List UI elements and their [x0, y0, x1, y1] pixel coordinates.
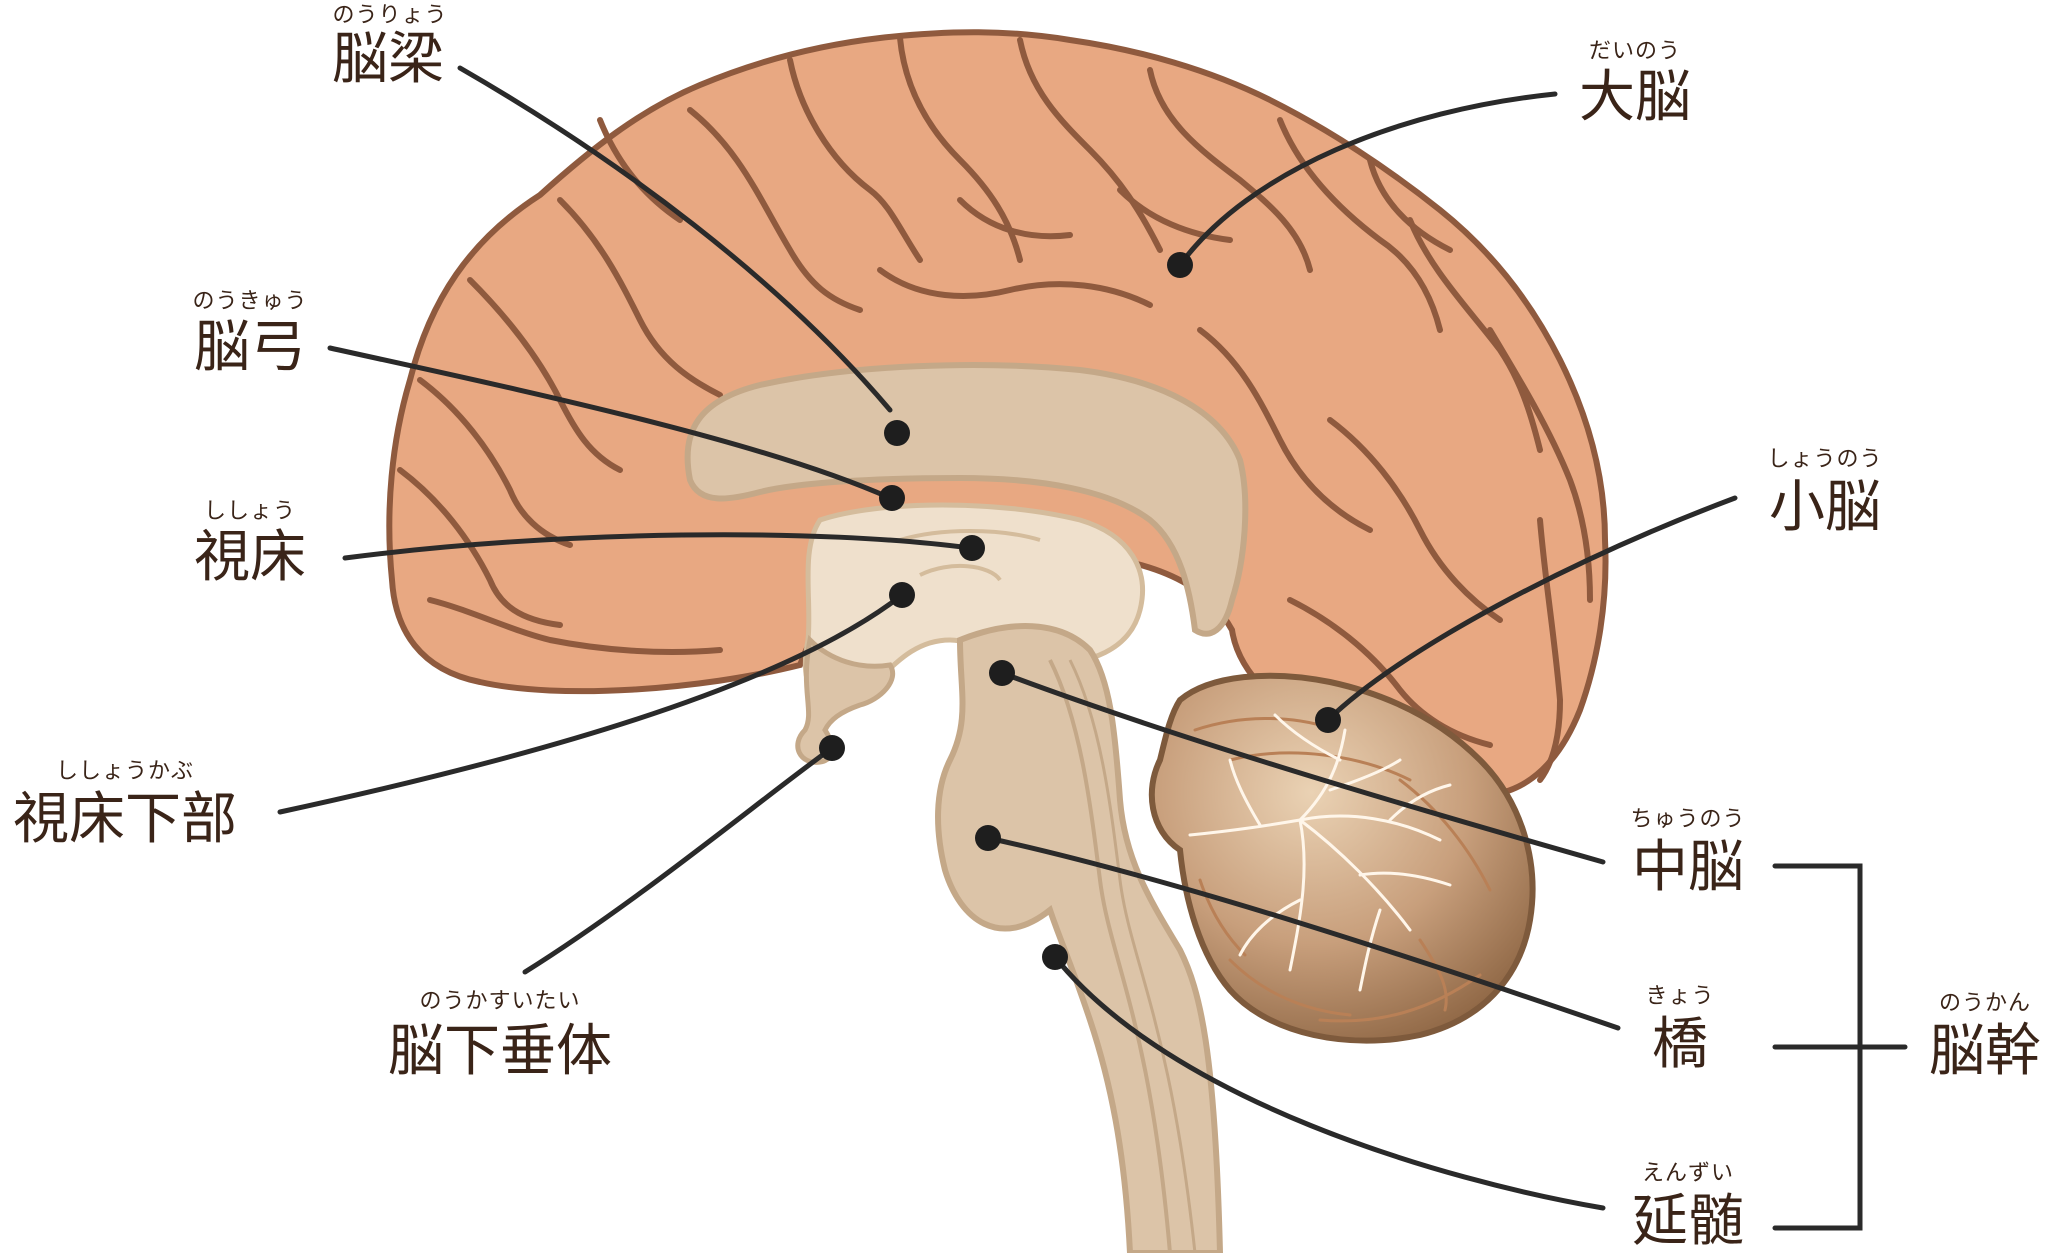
dot-medulla [1042, 944, 1068, 970]
leader-fornix [327, 345, 893, 501]
label-fornix: のうきゅう 脳弓 [192, 289, 307, 380]
ruby-pituitary: のうかすいたい [419, 989, 580, 1014]
label-cerebellum: しょうのう 小脳 [1767, 447, 1882, 540]
ruby-corpus-callosum: のうりょう [332, 3, 447, 28]
ruby-medulla: えんずい [1642, 1161, 1734, 1186]
label-text-pons: 橋 [1652, 1012, 1708, 1077]
ruby-cerebellum: しょうのう [1767, 447, 1882, 472]
label-text-medulla: 延髄 [1632, 1189, 1744, 1253]
label-text-corpus-callosum: 脳梁 [332, 27, 444, 92]
label-hypothalamus: ししょうかぶ 視床下部 [13, 759, 237, 852]
ruby-pons: きょう [1645, 984, 1714, 1009]
ruby-midbrain: ちゅうのう [1630, 807, 1745, 832]
dot-cerebrum [1167, 252, 1193, 278]
leader-cerebellum [1325, 495, 1738, 723]
ruby-hypothalamus: ししょうかぶ [56, 759, 194, 784]
dot-fornix [879, 485, 905, 511]
leader-pons [985, 835, 1621, 1031]
label-text-fornix: 脳弓 [194, 315, 306, 380]
arbor-vitae [1188, 713, 1452, 992]
dot-corpus-callosum [884, 420, 910, 446]
dot-hypothalamus [889, 582, 915, 608]
label-text-brainstem: 脳幹 [1929, 1019, 2041, 1084]
label-text-cerebrum: 大脳 [1579, 65, 1691, 130]
label-pons: きょう 橋 [1645, 984, 1714, 1077]
dot-pituitary [819, 735, 845, 761]
hypothalamus-pituitary-illustration [795, 634, 896, 765]
leader-thalamus [342, 532, 973, 561]
ruby-fornix: のうきゅう [192, 289, 307, 314]
label-text-cerebellum: 小脳 [1769, 475, 1881, 540]
dot-midbrain [989, 660, 1015, 686]
label-brainstem: のうかん 脳幹 [1929, 991, 2041, 1084]
leader-lines [277, 65, 1908, 1231]
leader-cerebrum [1177, 91, 1558, 268]
leader-midbrain [999, 670, 1606, 865]
dot-cerebellum [1315, 707, 1341, 733]
marker-dots [819, 252, 1341, 970]
label-midbrain: ちゅうのう 中脳 [1630, 807, 1745, 900]
corpus-callosum-illustration [684, 362, 1249, 637]
dot-thalamus [959, 535, 985, 561]
dot-pons [975, 825, 1001, 851]
ruby-thalamus: ししょう [204, 499, 296, 524]
label-corpus-callosum: のうりょう 脳梁 [332, 3, 447, 92]
cerebral-gyri [397, 35, 1593, 783]
label-cerebrum: だいのう 大脳 [1579, 39, 1691, 130]
leader-hypothalamus [277, 592, 905, 815]
label-pituitary: のうかすいたい 脳下垂体 [388, 989, 612, 1084]
label-thalamus: ししょう 視床 [194, 499, 306, 590]
ruby-cerebrum: だいのう [1589, 39, 1681, 64]
label-text-hypothalamus: 視床下部 [13, 787, 237, 852]
brainstem-illustration [935, 623, 1224, 1253]
label-text-pituitary: 脳下垂体 [388, 1019, 612, 1084]
label-text-midbrain: 中脳 [1632, 835, 1744, 900]
leader-medulla [1052, 954, 1606, 1211]
leader-corpus-callosum [457, 65, 893, 413]
cerebellum-illustration [1148, 672, 1536, 1044]
ruby-brainstem: のうかん [1939, 991, 2031, 1016]
label-text-thalamus: 視床 [194, 525, 306, 590]
label-medulla: えんずい 延髄 [1632, 1161, 1744, 1253]
leader-pituitary [522, 745, 835, 975]
